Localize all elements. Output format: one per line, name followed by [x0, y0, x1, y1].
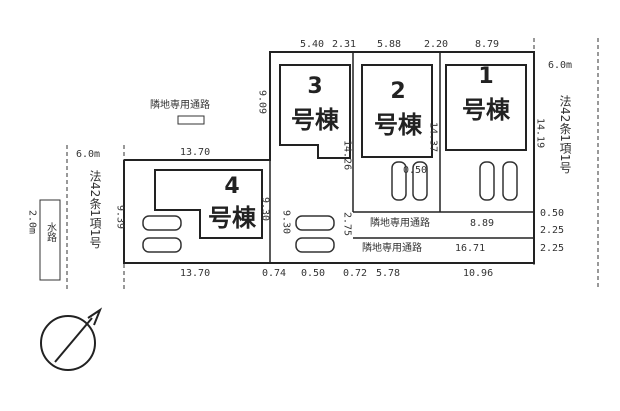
building-footprints: [154, 64, 527, 239]
svg-text:5.40: 5.40: [300, 39, 324, 50]
svg-text:9.30: 9.30: [281, 210, 292, 234]
svg-text:13.70: 13.70: [180, 268, 210, 279]
svg-text:9.30: 9.30: [260, 197, 271, 221]
svg-text:16.71: 16.71: [455, 243, 485, 254]
road-left-label: 法42条1項1号: [88, 170, 102, 249]
car-icon: [142, 215, 182, 231]
car-icon: [479, 161, 495, 201]
svg-text:14.37: 14.37: [428, 122, 439, 152]
top-dimensions: 5.40 2.31 5.88 2.20 8.79 6.0m: [300, 39, 572, 71]
private-road-top-label: 隣地専用通路: [150, 98, 210, 111]
private-road-symbol: [177, 115, 205, 125]
svg-text:3: 3: [307, 74, 322, 99]
waterway-label: 水路: [45, 222, 57, 243]
svg-text:0.72: 0.72: [343, 268, 367, 279]
building-2: [361, 64, 433, 158]
svg-text:6.0m: 6.0m: [76, 149, 100, 160]
svg-text:0.50: 0.50: [301, 268, 325, 279]
svg-text:6.0m: 6.0m: [548, 60, 572, 71]
svg-text:2: 2: [390, 79, 405, 104]
car-icon: [502, 161, 518, 201]
lot-label-3: 3 号棟: [291, 74, 340, 134]
svg-text:9.09: 9.09: [257, 90, 268, 114]
svg-text:号棟: 号棟: [462, 96, 511, 124]
svg-text:号棟: 号棟: [208, 204, 257, 232]
svg-text:2.75: 2.75: [342, 212, 353, 236]
svg-text:9.39: 9.39: [115, 205, 126, 229]
lot-label-1: 1 号棟: [462, 64, 511, 124]
svg-text:2.20: 2.20: [424, 39, 448, 50]
svg-text:号棟: 号棟: [291, 106, 340, 134]
svg-text:1: 1: [478, 64, 493, 89]
svg-text:2.31: 2.31: [332, 39, 356, 50]
svg-text:2.25: 2.25: [540, 225, 564, 236]
svg-text:13.70: 13.70: [180, 147, 210, 158]
north-arrow-icon: [40, 307, 103, 371]
svg-text:2.25: 2.25: [540, 243, 564, 254]
car-icon: [391, 161, 407, 201]
car-icon: [295, 215, 335, 231]
building-3: [279, 64, 351, 159]
svg-text:8.89: 8.89: [470, 218, 494, 229]
svg-text:5.78: 5.78: [376, 268, 400, 279]
left-dimensions: 6.0m 13.70 9.39: [76, 147, 210, 229]
building-4: [154, 169, 263, 239]
lot-label-2: 2 号棟: [374, 79, 423, 139]
svg-text:5.88: 5.88: [377, 39, 401, 50]
lot-dividers: [269, 52, 534, 263]
waterway-width: 2.0m: [27, 210, 38, 234]
svg-text:14.19: 14.19: [535, 118, 546, 148]
svg-text:8.79: 8.79: [475, 39, 499, 50]
svg-text:0.50: 0.50: [403, 165, 427, 176]
lot-label-4: 4 号棟: [208, 174, 257, 232]
car-icon: [142, 237, 182, 253]
road-right-label: 法42条1項1号: [558, 95, 572, 174]
private-road-mid-label: 隣地専用通路: [370, 216, 430, 229]
car-icon: [412, 161, 428, 201]
svg-text:号棟: 号棟: [374, 111, 423, 139]
svg-text:4: 4: [224, 174, 239, 199]
parked-cars: [142, 161, 518, 253]
car-icon: [295, 237, 335, 253]
private-road-bottom-label: 隣地専用通路: [362, 241, 422, 254]
svg-text:0.50: 0.50: [540, 208, 564, 219]
waterway: [39, 199, 61, 281]
svg-text:10.96: 10.96: [463, 268, 493, 279]
svg-text:0.74: 0.74: [262, 268, 286, 279]
bottom-dimensions: 13.70 0.74 0.50 0.72 5.78 10.96: [180, 268, 493, 279]
building-1: [445, 64, 527, 151]
inner-dimensions: 9.09 14.26 14.37 14.19 9.30 9.30 2.75 0.…: [257, 90, 565, 254]
svg-text:14.26: 14.26: [342, 140, 353, 170]
